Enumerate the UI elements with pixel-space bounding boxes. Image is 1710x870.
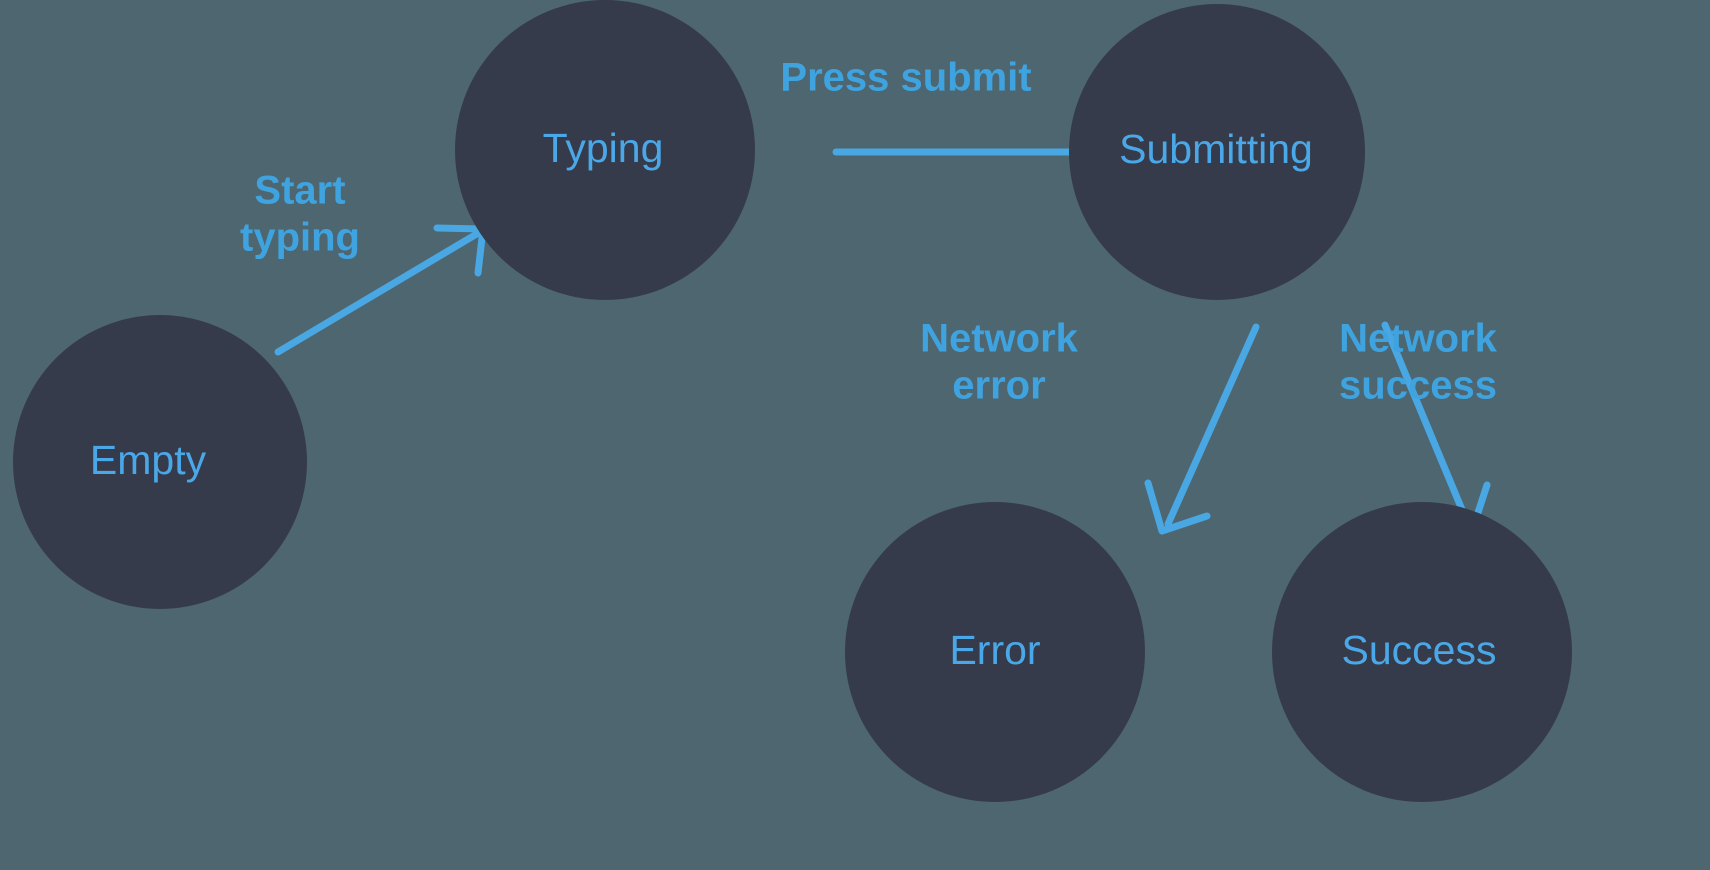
state-node-submitting-label: Submitting — [1119, 126, 1313, 172]
state-node-typing-label: Typing — [543, 125, 664, 171]
state-node-success[interactable]: Success — [1272, 502, 1572, 802]
state-node-typing-circle — [455, 0, 755, 300]
state-node-error[interactable]: Error — [845, 502, 1145, 802]
edge-network-error-arrowhead — [1144, 479, 1211, 535]
state-node-empty-label: Empty — [90, 437, 207, 483]
state-node-success-label: Success — [1342, 627, 1497, 673]
edge-label-press-submit: Press submit — [780, 56, 1031, 100]
edge-label-network-success-line2: success — [1339, 364, 1497, 408]
state-node-submitting-circle — [1069, 4, 1365, 300]
edge-label-start-typing-line1: Start — [254, 169, 345, 213]
state-node-submitting[interactable]: Submitting — [1069, 4, 1365, 300]
edge-label-network-success-line1: Network — [1339, 317, 1498, 361]
edge-network-error[interactable] — [1144, 323, 1260, 535]
edge-label-network-error-line2: error — [952, 364, 1045, 408]
state-node-error-label: Error — [949, 627, 1040, 673]
edge-label-start-typing-line2: typing — [240, 216, 360, 260]
state-node-error-circle — [845, 502, 1145, 802]
edge-start-typing-line — [274, 228, 484, 356]
edge-label-network-error-line1: Network — [920, 317, 1079, 361]
edge-network-error-line — [1164, 323, 1260, 528]
state-node-empty-circle — [13, 315, 307, 609]
edge-network-success-line — [1381, 321, 1472, 528]
state-node-success-circle — [1272, 502, 1572, 802]
state-node-typing[interactable]: Typing — [455, 0, 755, 300]
state-node-empty[interactable]: Empty — [13, 315, 307, 609]
